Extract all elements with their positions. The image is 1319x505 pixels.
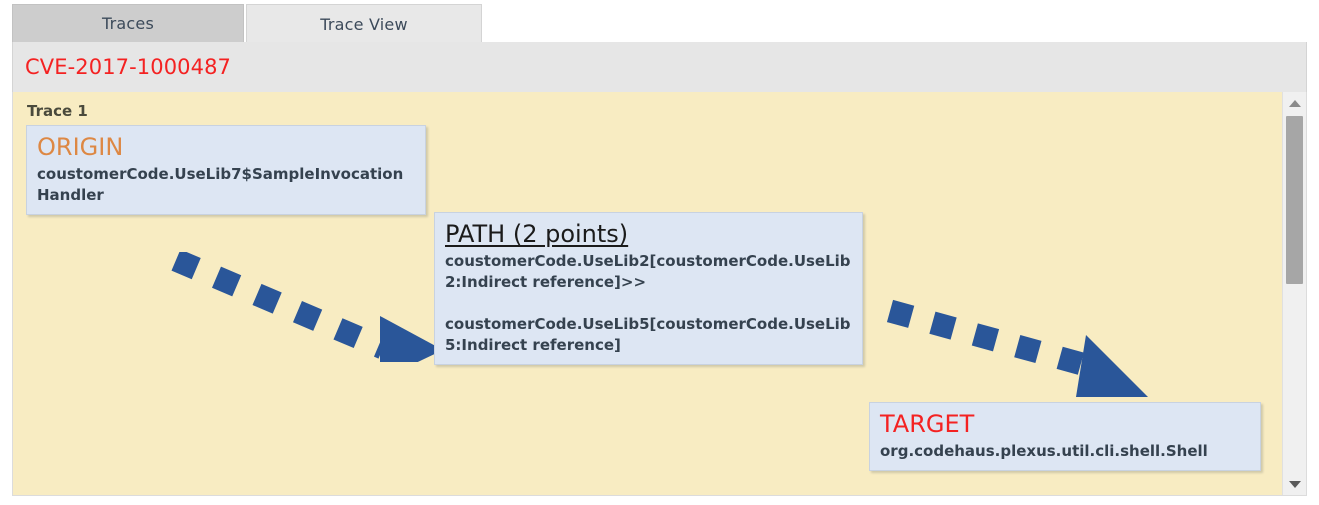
scrollbar-thumb[interactable] (1286, 116, 1303, 284)
tab-trace-view-label: Trace View (320, 14, 408, 34)
tab-bar: Traces Trace View (0, 0, 1319, 43)
triangle-up-icon (1288, 99, 1301, 107)
target-node[interactable]: TARGET org.codehaus.plexus.util.cli.shel… (869, 402, 1261, 471)
trace-canvas: Trace 1 ORIGIN coustomerCode.UseLib7$Sam… (13, 92, 1284, 495)
trace-content-area: Trace 1 ORIGIN coustomerCode.UseLib7$Sam… (12, 92, 1307, 496)
path-node[interactable]: PATH (2 points) coustomerCode.UseLib2[co… (434, 212, 863, 365)
scrollbar-up-button[interactable] (1283, 92, 1306, 114)
origin-node[interactable]: ORIGIN coustomerCode.UseLib7$SampleInvoc… (26, 125, 426, 215)
cve-id-label: CVE-2017-1000487 (25, 55, 232, 79)
scrollbar-down-button[interactable] (1283, 473, 1306, 495)
tab-trace-view[interactable]: Trace View (246, 4, 482, 43)
origin-node-title: ORIGIN (37, 133, 124, 161)
target-node-body: org.codehaus.plexus.util.cli.shell.Shell (880, 442, 1208, 460)
triangle-down-icon (1288, 480, 1301, 488)
arrow-path-to-target-icon (886, 299, 1148, 397)
path-node-point-1: coustomerCode.UseLib2[coustomerCode.UseL… (445, 252, 851, 291)
origin-node-body: coustomerCode.UseLib7$SampleInvocationHa… (37, 165, 404, 204)
path-node-point-2: coustomerCode.UseLib5[coustomerCode.UseL… (445, 315, 851, 354)
tab-traces-label: Traces (102, 14, 154, 33)
target-node-title: TARGET (880, 410, 975, 438)
arrow-origin-to-path-icon (171, 252, 443, 362)
tab-traces[interactable]: Traces (12, 4, 244, 42)
trace-title-label: Trace 1 (27, 102, 88, 120)
path-node-title: PATH (2 points) (445, 220, 629, 248)
cve-header-strip: CVE-2017-1000487 (12, 42, 1307, 92)
vertical-scrollbar[interactable] (1282, 92, 1306, 495)
